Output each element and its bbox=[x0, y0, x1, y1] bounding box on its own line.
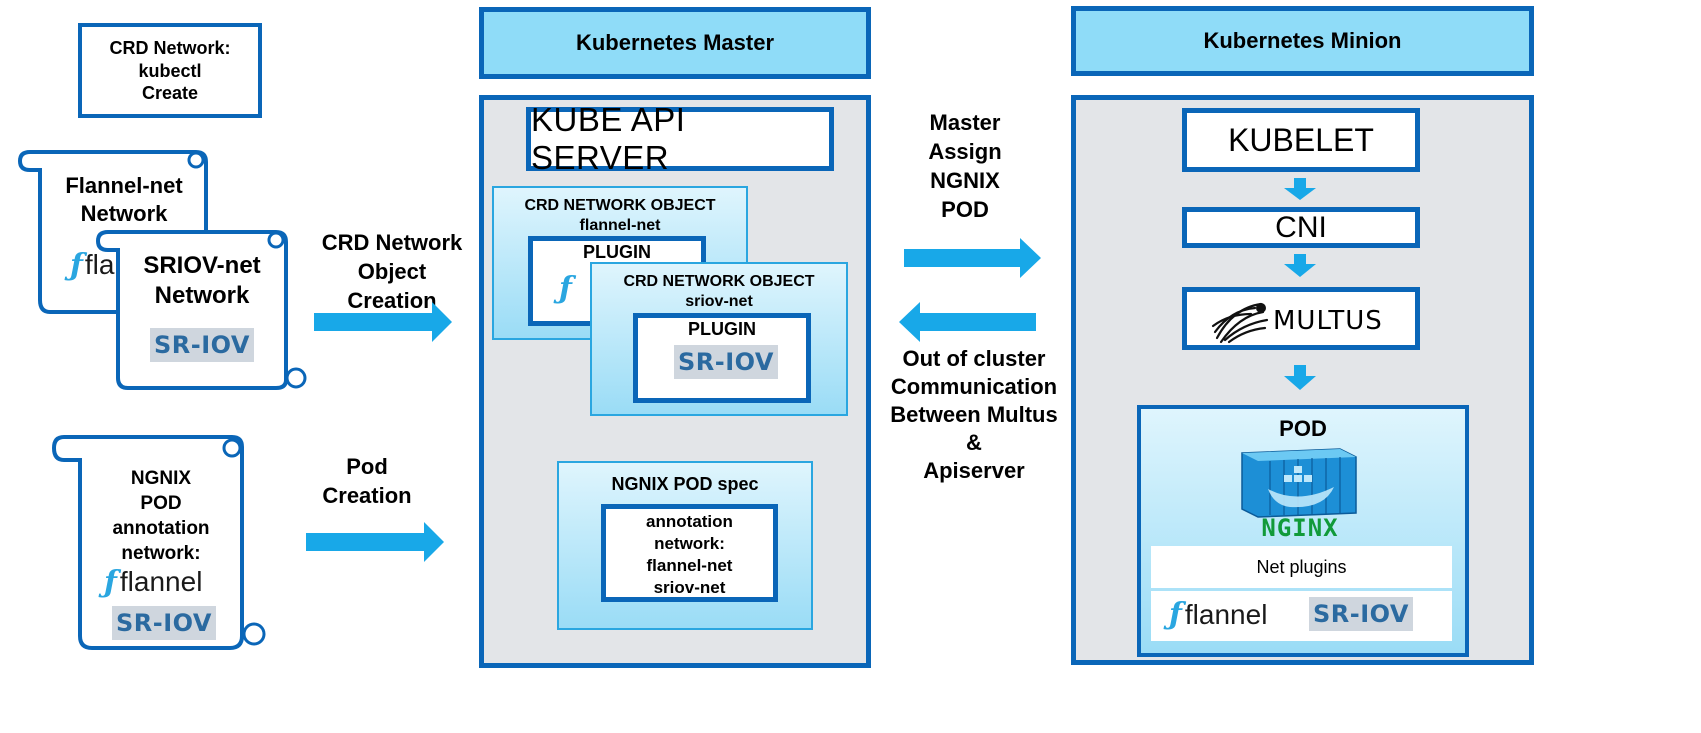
pod-spec-line-3: flannel-net bbox=[646, 556, 733, 575]
comm-line-3: Between Multus bbox=[890, 402, 1058, 427]
pod-spec-line-1: annotation bbox=[646, 512, 733, 531]
net-plugins-logos: ƒ flannel SR-IOV bbox=[1151, 591, 1452, 641]
sriov-title-line-1: SRIOV-net bbox=[143, 252, 261, 279]
pod-creation-label: Pod Creation bbox=[312, 452, 422, 510]
kube-api-server-box: KUBE API SERVER bbox=[526, 101, 834, 176]
flannel-logo-text: fla bbox=[84, 249, 115, 280]
pod-spec-line-2: network: bbox=[654, 534, 725, 553]
pod-spec-annotation-box: annotation network: flannel-net sriov-ne… bbox=[601, 504, 778, 602]
assign-line-4: POD bbox=[941, 197, 989, 222]
communication-label: Out of cluster Communication Between Mul… bbox=[884, 345, 1064, 485]
crd-network-create-box: CRD Network: kubectl Create bbox=[78, 23, 262, 118]
crd-flannel-plugin-label: PLUGIN bbox=[582, 242, 651, 262]
docker-container-icon bbox=[1241, 448, 1357, 518]
comm-line-2: Communication bbox=[890, 374, 1058, 399]
comm-line-1: Out of cluster bbox=[902, 346, 1046, 371]
kubernetes-minion-header: Kubernetes Minion bbox=[1071, 6, 1534, 76]
crd-sriov-badge: SR-IOV bbox=[674, 345, 778, 379]
pod-title: POD bbox=[1279, 416, 1327, 441]
crd-label-line-3: Creation bbox=[347, 288, 437, 313]
crd-sriov-title-1: CRD NETWORK OBJECT bbox=[623, 273, 815, 290]
net-plugins-label: Net plugins bbox=[1151, 546, 1452, 588]
crd-flannel-plugin-logo: ƒ bbox=[559, 271, 572, 306]
crd-sriov-plugin-box: PLUGIN SR-IOV bbox=[633, 313, 811, 403]
crd-label-line-2: Object bbox=[357, 259, 427, 284]
master-assign-label: Master Assign NGNIX POD bbox=[905, 108, 1025, 224]
crd-box-line-2: kubectl bbox=[138, 60, 202, 81]
crd-sriov-title: CRD NETWORK OBJECT sriov-net bbox=[592, 264, 846, 312]
assign-line-2: Assign bbox=[928, 139, 1002, 164]
flannel-title-line-2: Network bbox=[80, 200, 168, 226]
assign-line-1: Master bbox=[929, 110, 1001, 135]
ngnix-flannel-logo: ƒ flannel bbox=[104, 564, 202, 600]
flannel-logo-icon: ƒ bbox=[104, 564, 117, 600]
flannel-logo-icon: ƒ bbox=[1169, 597, 1182, 632]
sriov-scroll-title: SRIOV-net Network bbox=[120, 251, 284, 311]
ngnix-sriov-badge: SR-IOV bbox=[112, 606, 216, 640]
kubelet-box: KUBELET bbox=[1182, 108, 1420, 172]
comm-line-5: Apiserver bbox=[923, 458, 1025, 483]
sriov-badge: SR-IOV bbox=[150, 328, 254, 362]
pod-spec-title: NGNIX POD spec bbox=[611, 474, 759, 494]
sriov-title-line-2: Network bbox=[154, 282, 250, 309]
comm-line-4: & bbox=[966, 430, 982, 455]
crd-flannel-title: CRD NETWORK OBJECT flannel-net bbox=[494, 188, 746, 236]
pod-label-line-2: Creation bbox=[322, 483, 412, 508]
flannel-logo-icon: ƒ bbox=[70, 247, 83, 283]
kubernetes-master-header: Kubernetes Master bbox=[479, 7, 871, 79]
cni-box: CNI bbox=[1182, 207, 1420, 248]
pod-label-line-1: Pod bbox=[346, 454, 388, 479]
assign-line-3: NGNIX bbox=[930, 168, 1000, 193]
pod-spec-line-4: sriov-net bbox=[653, 578, 726, 597]
flannel-logo-text: flannel bbox=[119, 566, 203, 597]
crd-flannel-title-1: CRD NETWORK OBJECT bbox=[524, 197, 716, 214]
crd-sriov-plugin-label: PLUGIN bbox=[687, 319, 756, 339]
ngnix-line-4: network: bbox=[121, 543, 201, 564]
crd-flannel-title-2: flannel-net bbox=[579, 217, 661, 234]
communication-left-arrow-icon bbox=[899, 302, 1036, 342]
crd-object-creation-label: CRD Network Object Creation bbox=[312, 228, 472, 315]
multus-logo-icon bbox=[1211, 302, 1269, 344]
ngnix-scroll-text: NGNIX POD annotation network: bbox=[82, 466, 240, 566]
pod-flannel-text: flannel bbox=[1184, 598, 1268, 630]
crd-box-line-1: CRD Network: bbox=[109, 38, 231, 58]
multus-label: MULTUS bbox=[1273, 306, 1383, 336]
crd-label-line-1: CRD Network bbox=[321, 230, 463, 255]
pod-sriov-badge: SR-IOV bbox=[1309, 597, 1413, 631]
nginx-logo-icon: NGINX bbox=[1261, 514, 1339, 542]
crd-box-line-3: Create bbox=[141, 83, 199, 103]
multus-box: MULTUS bbox=[1182, 287, 1420, 350]
flannel-logo-partial: ƒ fla bbox=[70, 247, 115, 283]
crd-sriov-title-2: sriov-net bbox=[685, 293, 753, 310]
ngnix-line-1: NGNIX bbox=[130, 468, 192, 489]
flannel-logo-icon: ƒ bbox=[559, 271, 572, 306]
ngnix-line-2: POD bbox=[140, 493, 182, 514]
flannel-scroll-title: Flannel-net Network bbox=[44, 172, 204, 227]
pod-flannel-logo: ƒ flannel bbox=[1169, 597, 1267, 632]
flannel-title-line-1: Flannel-net bbox=[65, 173, 183, 198]
ngnix-line-3: annotation bbox=[112, 518, 210, 539]
